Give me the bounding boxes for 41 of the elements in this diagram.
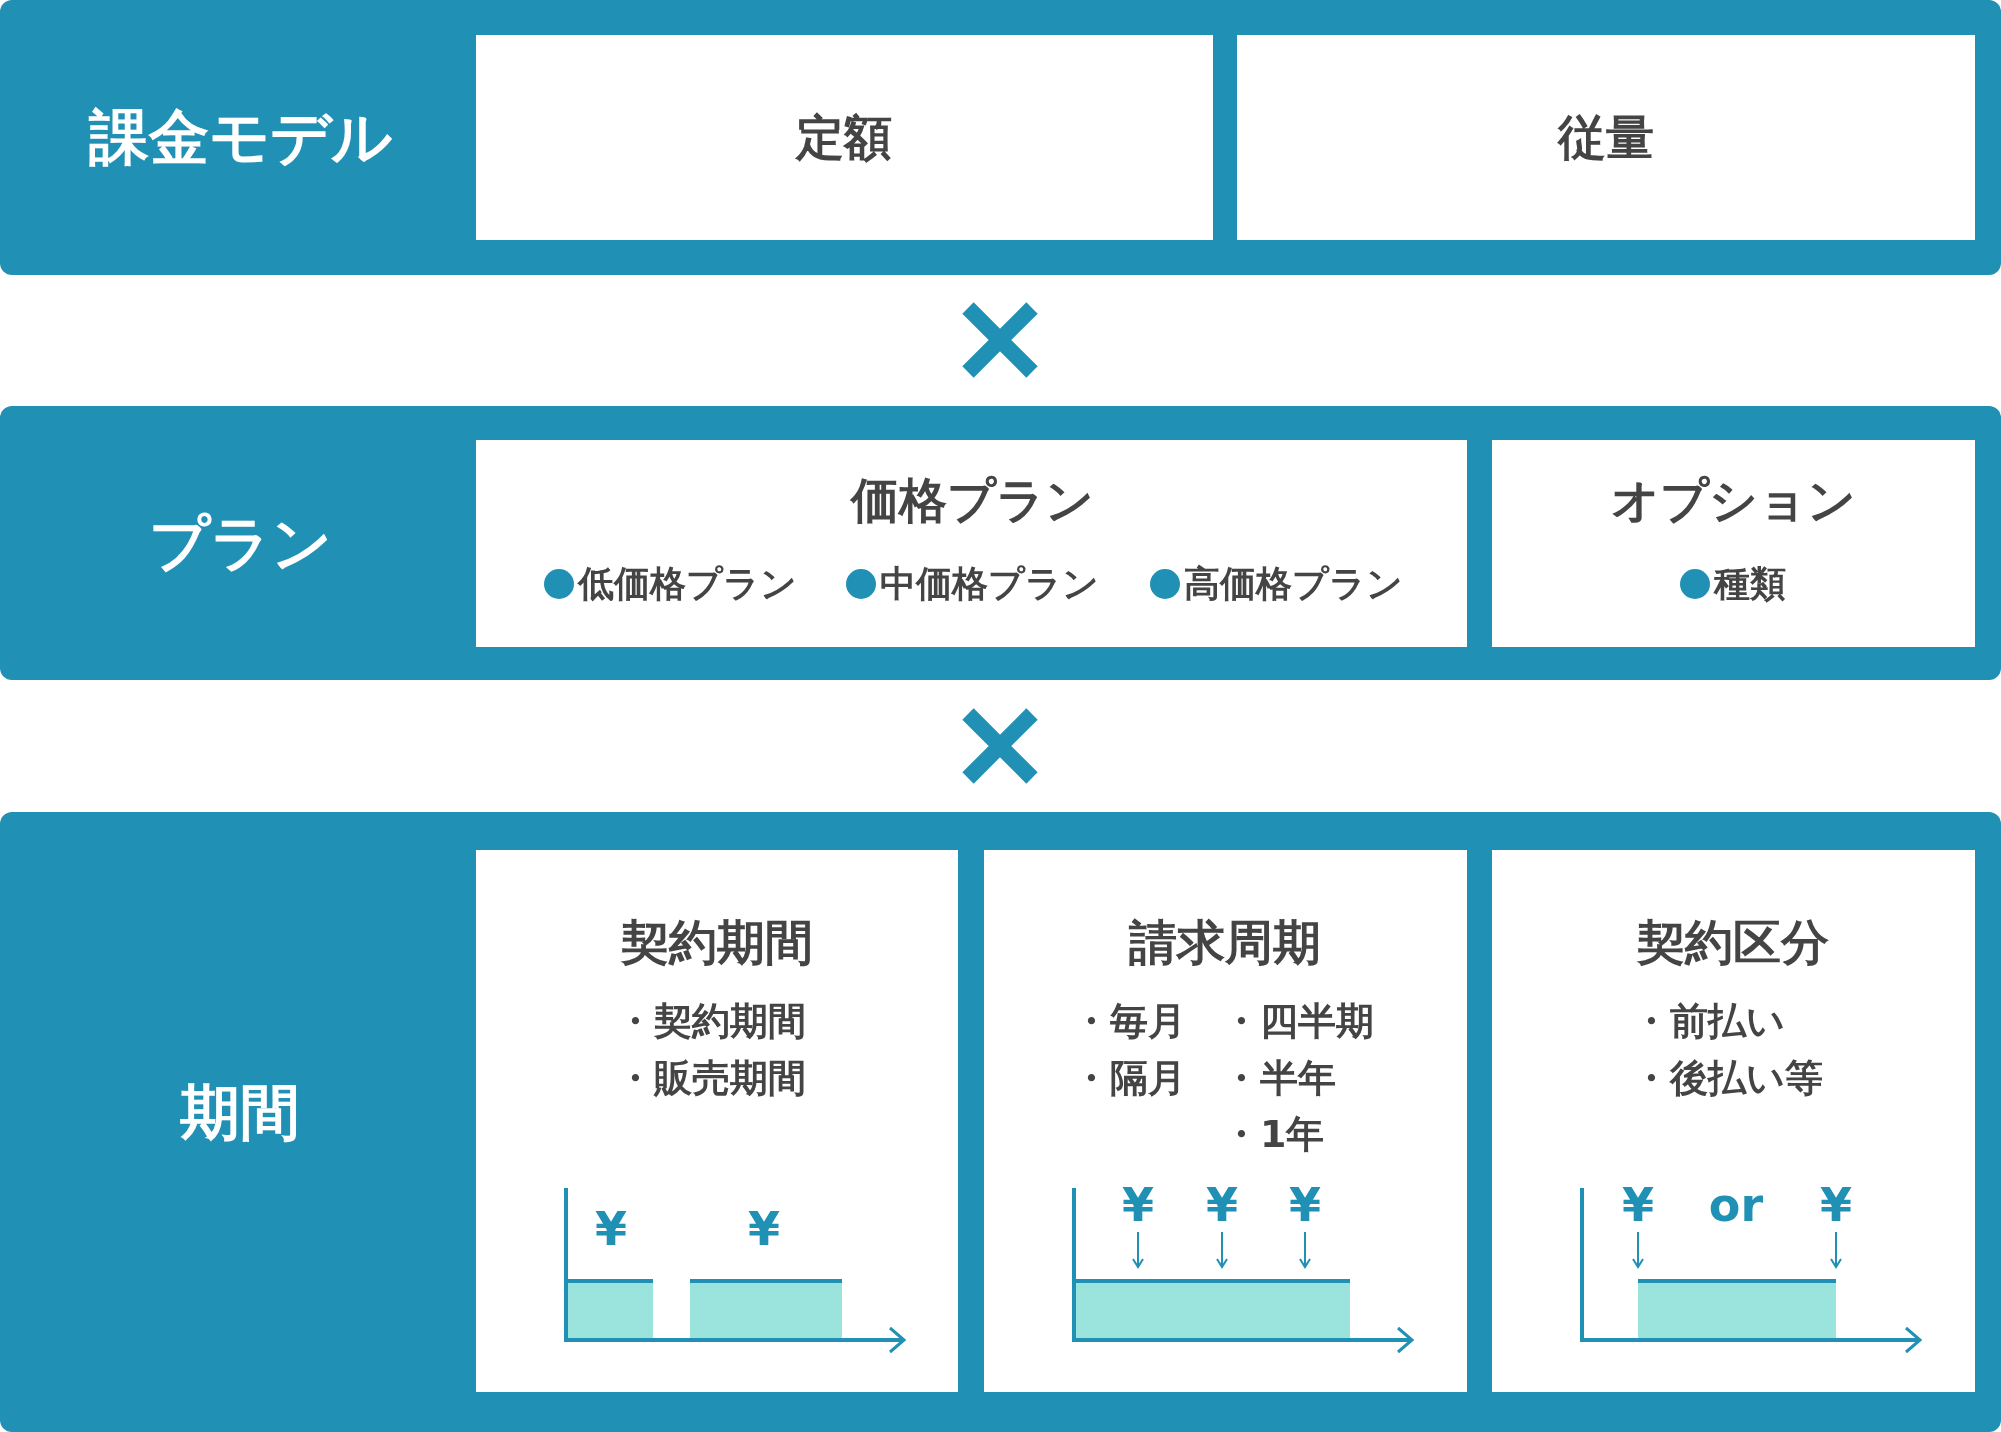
band-heading: プラン <box>148 513 332 573</box>
box-title: オプション <box>1610 476 1856 524</box>
currency-label: ¥ <box>595 1206 627 1252</box>
currency-label: ¥ <box>1622 1182 1654 1228</box>
box-title: 契約期間 <box>621 918 813 966</box>
category-band <box>0 812 2001 1432</box>
list-item: ・前払い <box>1632 1002 1785 1040</box>
box-title: 請求周期 <box>1129 918 1321 966</box>
box-title: 従量 <box>1558 113 1654 161</box>
option-box <box>1237 35 1975 240</box>
list-item: ・毎月 <box>1072 1002 1186 1040</box>
list-item: ・隔月 <box>1072 1059 1186 1097</box>
currency-label: ¥ <box>748 1206 780 1252</box>
category-band <box>0 0 2001 275</box>
category-band <box>0 406 2001 680</box>
box-title: 契約区分 <box>1637 918 1829 966</box>
band-heading: 期間 <box>180 1082 300 1142</box>
currency-label: ¥ <box>1289 1182 1321 1228</box>
list-item: 低価格プラン <box>577 566 797 602</box>
option-box <box>476 850 958 1392</box>
list-item: ・後払い等 <box>1632 1059 1823 1097</box>
option-box <box>984 850 1467 1392</box>
list-item: 中価格プラン <box>879 566 1099 602</box>
box-title: 価格プラン <box>850 476 1094 524</box>
list-item: 種類 <box>1714 566 1786 602</box>
list-item: ・1年 <box>1222 1115 1325 1153</box>
currency-label: ¥ <box>1122 1182 1154 1228</box>
list-item: ・販売期間 <box>616 1059 806 1097</box>
option-box <box>1492 440 1975 647</box>
option-box <box>476 35 1213 240</box>
option-box <box>1492 850 1975 1392</box>
currency-label: ¥ <box>1206 1182 1238 1228</box>
list-item: ・半年 <box>1222 1059 1336 1097</box>
option-box <box>476 440 1467 647</box>
list-item: 高価格プラン <box>1183 566 1403 602</box>
list-item: ・契約期間 <box>616 1002 806 1040</box>
band-heading: 課金モデル <box>88 107 392 167</box>
conjunction-label: or <box>1708 1182 1764 1228</box>
box-title: 定額 <box>796 113 892 161</box>
list-item: ・四半期 <box>1222 1002 1374 1040</box>
currency-label: ¥ <box>1820 1182 1852 1228</box>
